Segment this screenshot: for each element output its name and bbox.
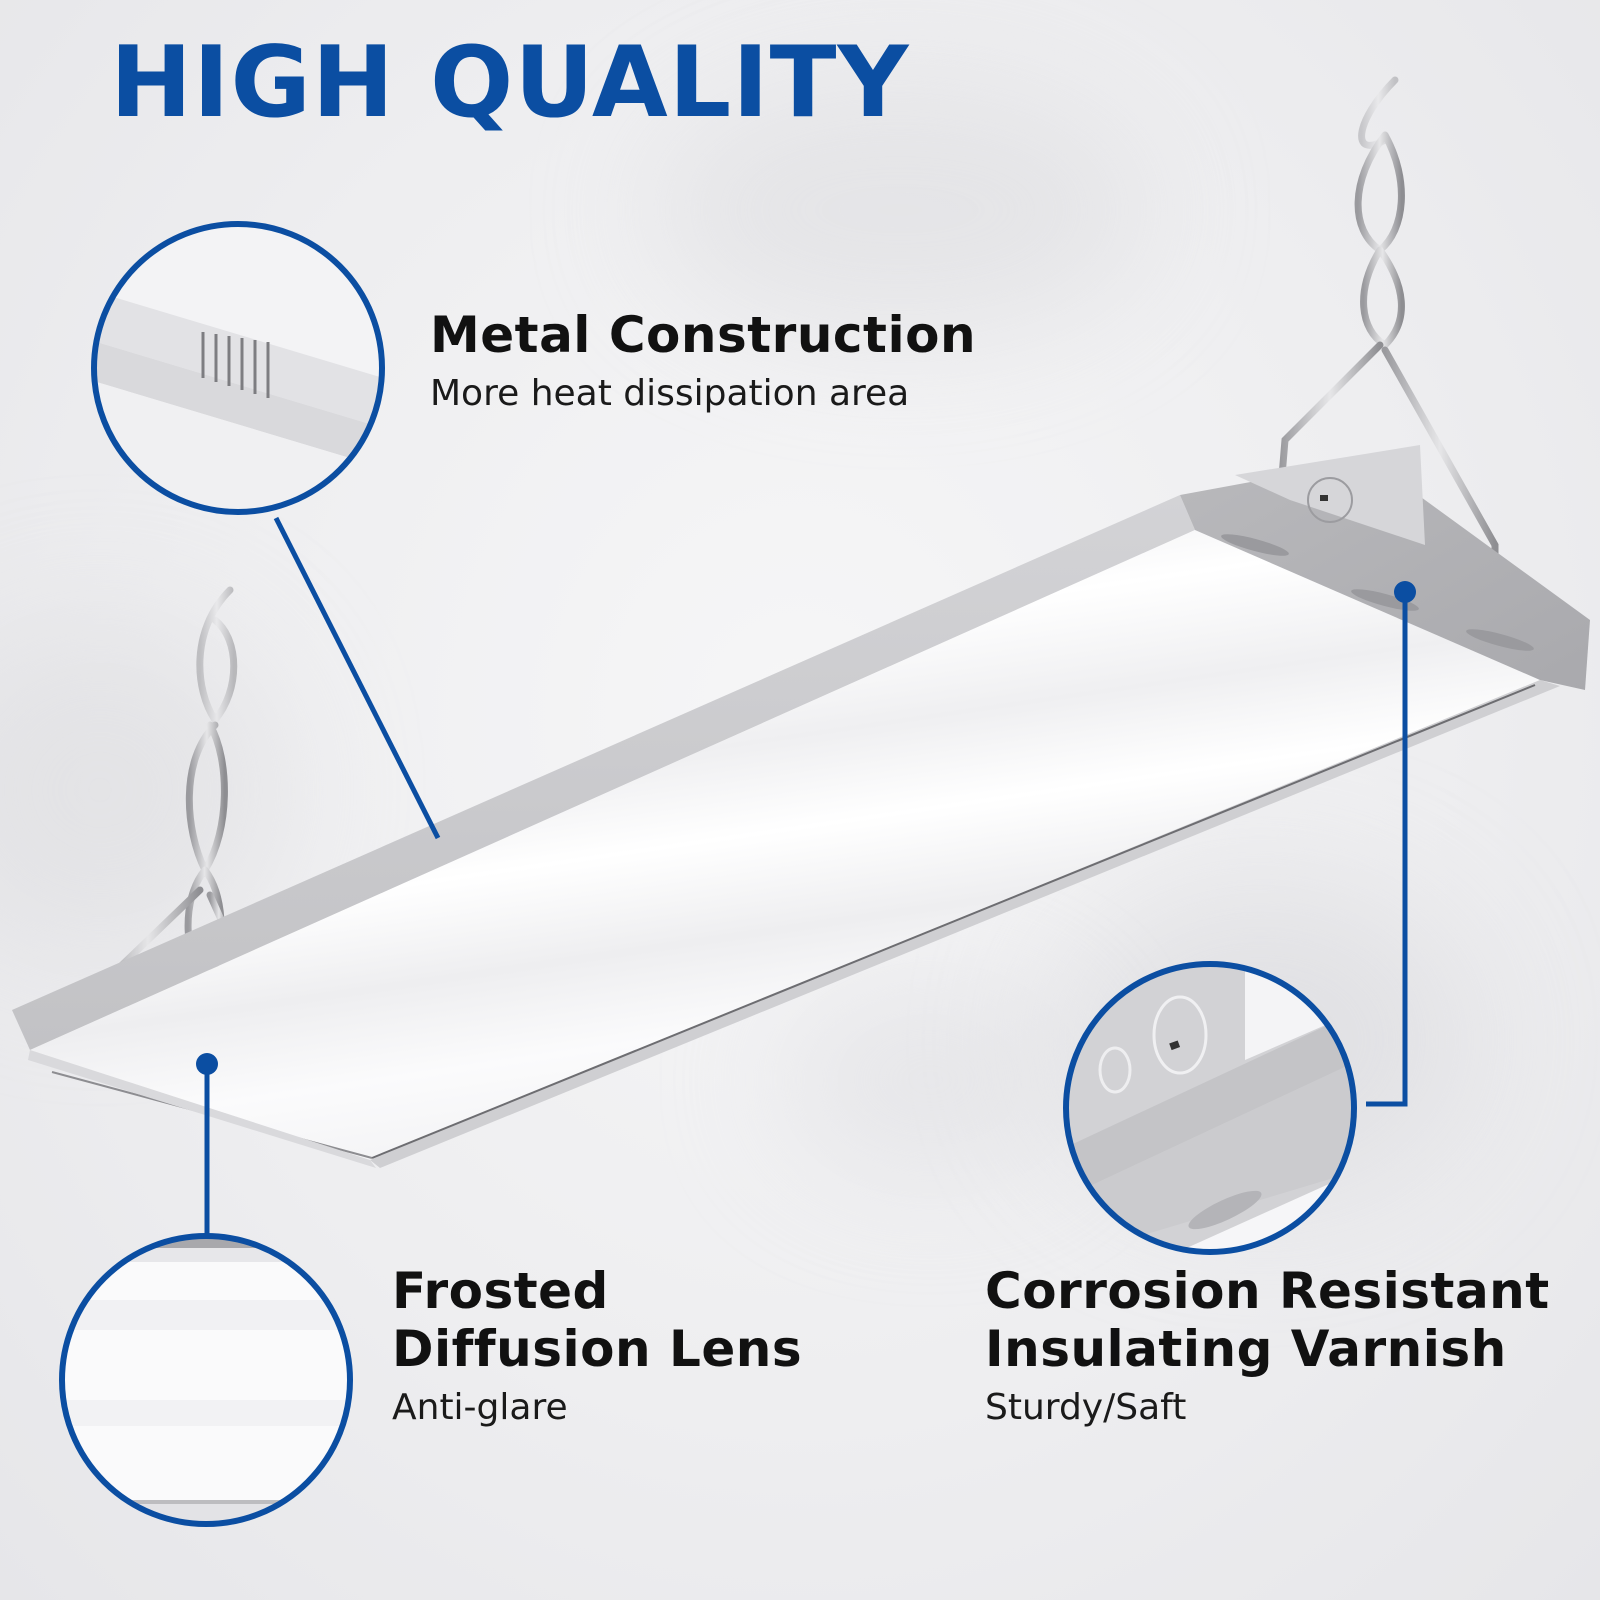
fixture-side-rail	[12, 495, 1195, 1050]
callout-dot-endcap	[1394, 581, 1416, 603]
fixture-lens	[30, 530, 1540, 1160]
magnifier-circle-lens	[59, 1233, 353, 1527]
feature-title: Insulating Varnish	[985, 1320, 1507, 1378]
feature-frosted-diffusion-lens: Frosted Diffusion Lens Anti-glare	[392, 1262, 802, 1430]
feature-title: Frosted	[392, 1262, 609, 1320]
feature-subtitle: Anti-glare	[392, 1387, 568, 1428]
feature-subtitle: Sturdy/Saft	[985, 1387, 1187, 1428]
feature-title: Corrosion Resistant	[985, 1262, 1550, 1320]
feature-metal-construction: Metal Construction More heat dissipation…	[430, 306, 976, 416]
callout-dot-lens	[196, 1053, 218, 1075]
detail-circle-endcap	[1066, 964, 1354, 1252]
magnifier-circle-endcap	[1063, 961, 1357, 1255]
callout-lines	[204, 516, 1408, 1236]
background-blur	[650, 80, 1150, 340]
fixture-front-lip	[370, 680, 1560, 1168]
feature-subtitle: More heat dissipation area	[430, 373, 910, 414]
magnifier-circle-metal	[91, 221, 385, 515]
detail-circle-metal	[94, 224, 382, 512]
page-headline: HIGH QUALITY	[110, 26, 910, 140]
left-hanging-chain	[92, 586, 238, 994]
feature-title: Diffusion Lens	[392, 1320, 803, 1378]
feature-corrosion-resistant: Corrosion Resistant Insulating Varnish S…	[985, 1262, 1550, 1430]
feature-title: Metal Construction	[430, 306, 977, 364]
background-blur	[780, 980, 1080, 1180]
